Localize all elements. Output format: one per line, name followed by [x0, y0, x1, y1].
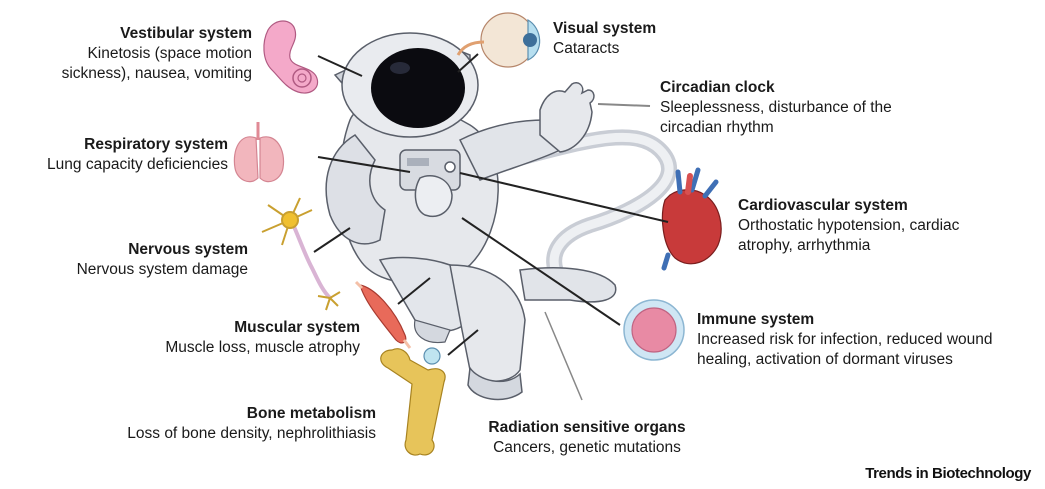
label-bone-desc: Loss of bone density, nephrolithiasis [80, 424, 376, 444]
label-nervous: Nervous system Nervous system damage [40, 240, 248, 280]
label-visual: Visual system Cataracts [553, 19, 753, 59]
label-respiratory-desc: Lung capacity deficiencies [6, 155, 228, 175]
neuron-icon [262, 198, 340, 310]
line-nervous [314, 228, 350, 252]
label-muscular: Muscular system Muscle loss, muscle atro… [112, 318, 360, 358]
label-respiratory: Respiratory system Lung capacity deficie… [6, 135, 228, 175]
label-respiratory-title: Respiratory system [6, 135, 228, 155]
label-cardiovascular-desc: Orthostatic hypotension, cardiac atrophy… [738, 216, 978, 256]
lungs-icon [234, 122, 283, 182]
label-cardiovascular: Cardiovascular system Orthostatic hypote… [738, 196, 978, 256]
label-visual-desc: Cataracts [553, 39, 753, 59]
helmet-visor [371, 48, 465, 128]
label-nervous-desc: Nervous system damage [40, 260, 248, 280]
immune-cell-icon [624, 300, 684, 360]
label-immune-title: Immune system [697, 310, 1042, 330]
label-vestibular-desc: Kinetosis (space motion sickness), nause… [30, 44, 252, 84]
label-vestibular-title: Vestibular system [30, 24, 252, 44]
label-circadian: Circadian clock Sleeplessness, disturban… [660, 78, 920, 138]
label-cardiovascular-title: Cardiovascular system [738, 196, 978, 216]
label-muscular-title: Muscular system [112, 318, 360, 338]
line-radiation [545, 312, 582, 400]
ear-icon [264, 21, 318, 93]
bone-icon [381, 348, 445, 455]
label-vestibular: Vestibular system Kinetosis (space motio… [30, 24, 252, 84]
label-circadian-desc: Sleeplessness, disturbance of the circad… [660, 98, 920, 138]
line-circadian [598, 104, 650, 106]
label-radiation-desc: Cancers, genetic mutations [470, 438, 704, 458]
label-muscular-desc: Muscle loss, muscle atrophy [112, 338, 360, 358]
label-visual-title: Visual system [553, 19, 753, 39]
label-bone-title: Bone metabolism [80, 404, 376, 424]
astronaut-leg-lower [450, 265, 525, 381]
label-radiation-title: Radiation sensitive organs [470, 418, 704, 438]
label-bone: Bone metabolism Loss of bone density, ne… [80, 404, 376, 444]
label-nervous-title: Nervous system [40, 240, 248, 260]
label-circadian-title: Circadian clock [660, 78, 920, 98]
label-radiation: Radiation sensitive organs Cancers, gene… [470, 418, 704, 458]
label-immune: Immune system Increased risk for infecti… [697, 310, 1042, 370]
journal-credit: Trends in Biotechnology [865, 465, 1031, 482]
astronaut [326, 33, 616, 399]
label-immune-desc: Increased risk for infection, reduced wo… [697, 330, 1042, 370]
